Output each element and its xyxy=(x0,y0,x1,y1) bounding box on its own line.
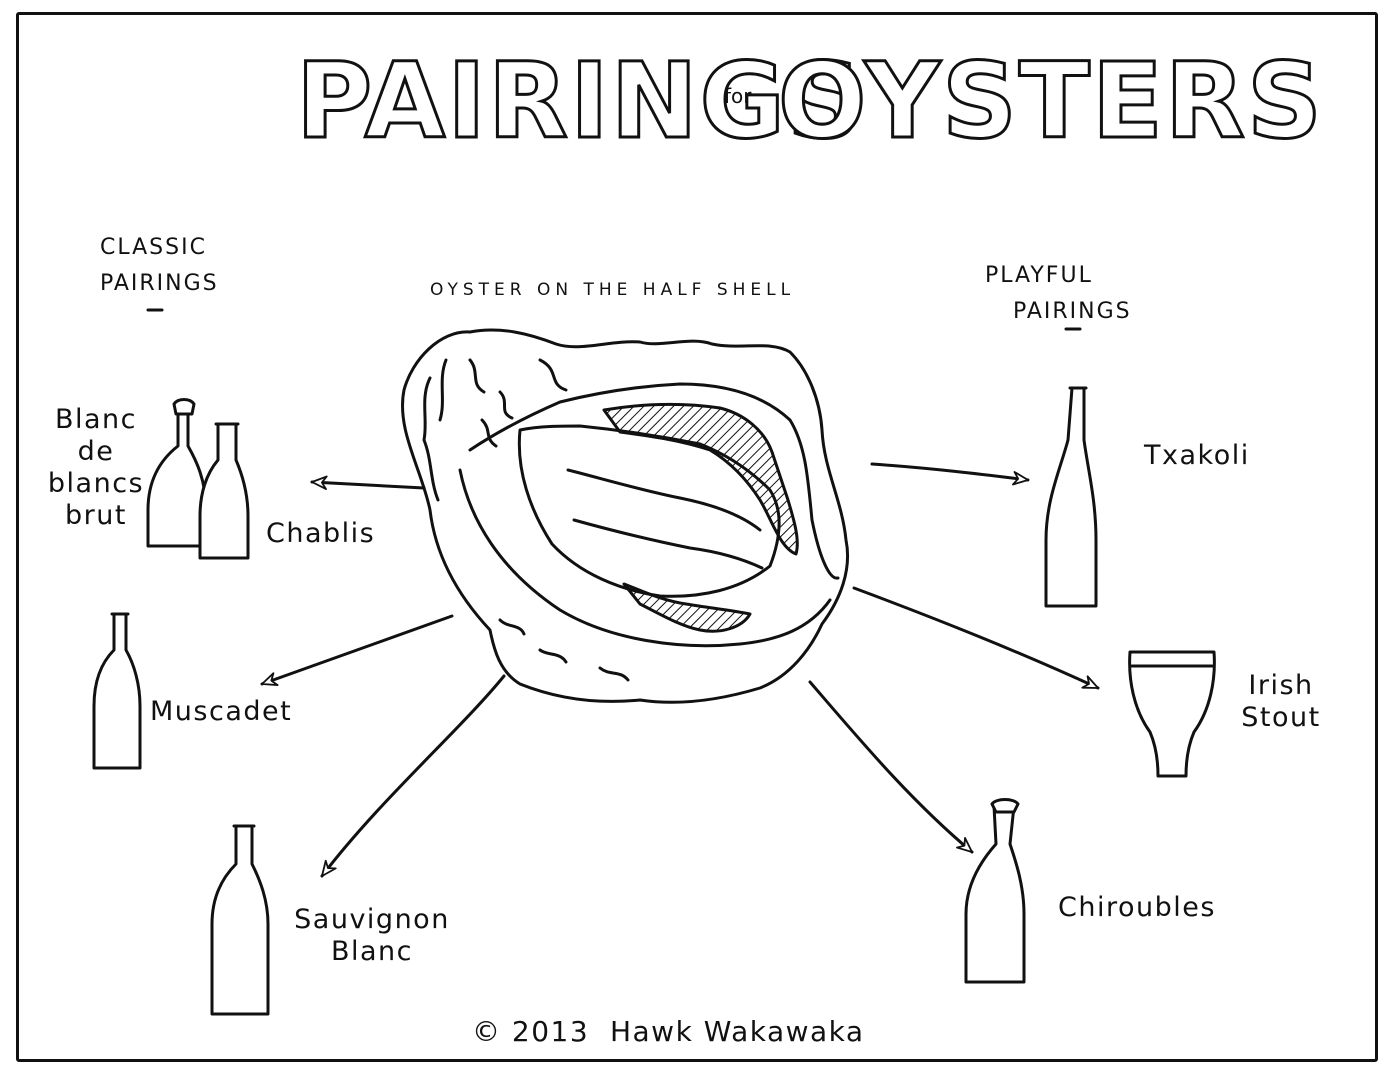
arrow-to-chiroubles xyxy=(808,680,974,854)
title-word-oysters: OYSTERS xyxy=(777,39,1324,164)
oyster-caption: OYSTER ON THE HALF SHELL xyxy=(430,280,796,300)
classic-vessel-blanc-de-blancs xyxy=(146,398,250,560)
playful-heading: PLAYFUL PAIRINGS xyxy=(985,258,1132,330)
playful-item-irish-stout: Irish Stout xyxy=(1226,670,1336,734)
classic-item-sauvignon-blanc: Sauvignon Blanc xyxy=(292,904,452,968)
arrow-to-chablis xyxy=(310,475,426,490)
arrow-to-txakoli xyxy=(870,462,1030,486)
label-line: blancs xyxy=(47,468,145,499)
copyright-credit: © 2013 Hawk Wakawaka xyxy=(472,1015,865,1048)
title-word-pairings: PAIRINGS xyxy=(295,39,864,164)
arrow-to-irish-stout xyxy=(852,586,1100,690)
classic-vessel-sauvignon-blanc xyxy=(210,824,270,1016)
classic-heading-line2: PAIRINGS xyxy=(100,271,219,296)
title-connector: for xyxy=(724,84,752,108)
classic-vessel-muscadet xyxy=(92,612,142,770)
label-line: Blanc xyxy=(330,936,414,967)
label-line: de xyxy=(77,436,115,467)
label-line: Blanc xyxy=(54,404,138,435)
arrow-to-muscadet xyxy=(260,614,454,686)
label-line: Sauvignon xyxy=(294,904,450,935)
oyster-icon xyxy=(401,328,850,704)
classic-heading: CLASSIC PAIRINGS xyxy=(100,230,219,302)
arrow-to-sauvignon-blanc xyxy=(320,674,506,878)
playful-item-chiroubles: Chiroubles xyxy=(1058,892,1216,923)
playful-item-txakoli: Txakoli xyxy=(1144,440,1250,471)
classic-item-blanc-de-blancs: Blanc de blancs brut xyxy=(36,404,156,532)
playful-vessel-chiroubles xyxy=(964,798,1026,984)
classic-item-chablis: Chablis xyxy=(266,518,376,549)
classic-heading-line1: CLASSIC xyxy=(100,235,207,260)
border-frame xyxy=(16,12,1378,1062)
playful-heading-line2: PAIRINGS xyxy=(1013,299,1132,324)
classic-item-muscadet: Muscadet xyxy=(150,696,293,727)
playful-vessel-irish-stout xyxy=(1128,650,1216,778)
label-line: brut xyxy=(65,500,127,531)
label-line: Stout xyxy=(1241,702,1321,733)
label-line: Irish xyxy=(1248,670,1314,701)
playful-heading-line1: PLAYFUL xyxy=(985,263,1093,288)
playful-vessel-txakoli xyxy=(1044,386,1098,608)
